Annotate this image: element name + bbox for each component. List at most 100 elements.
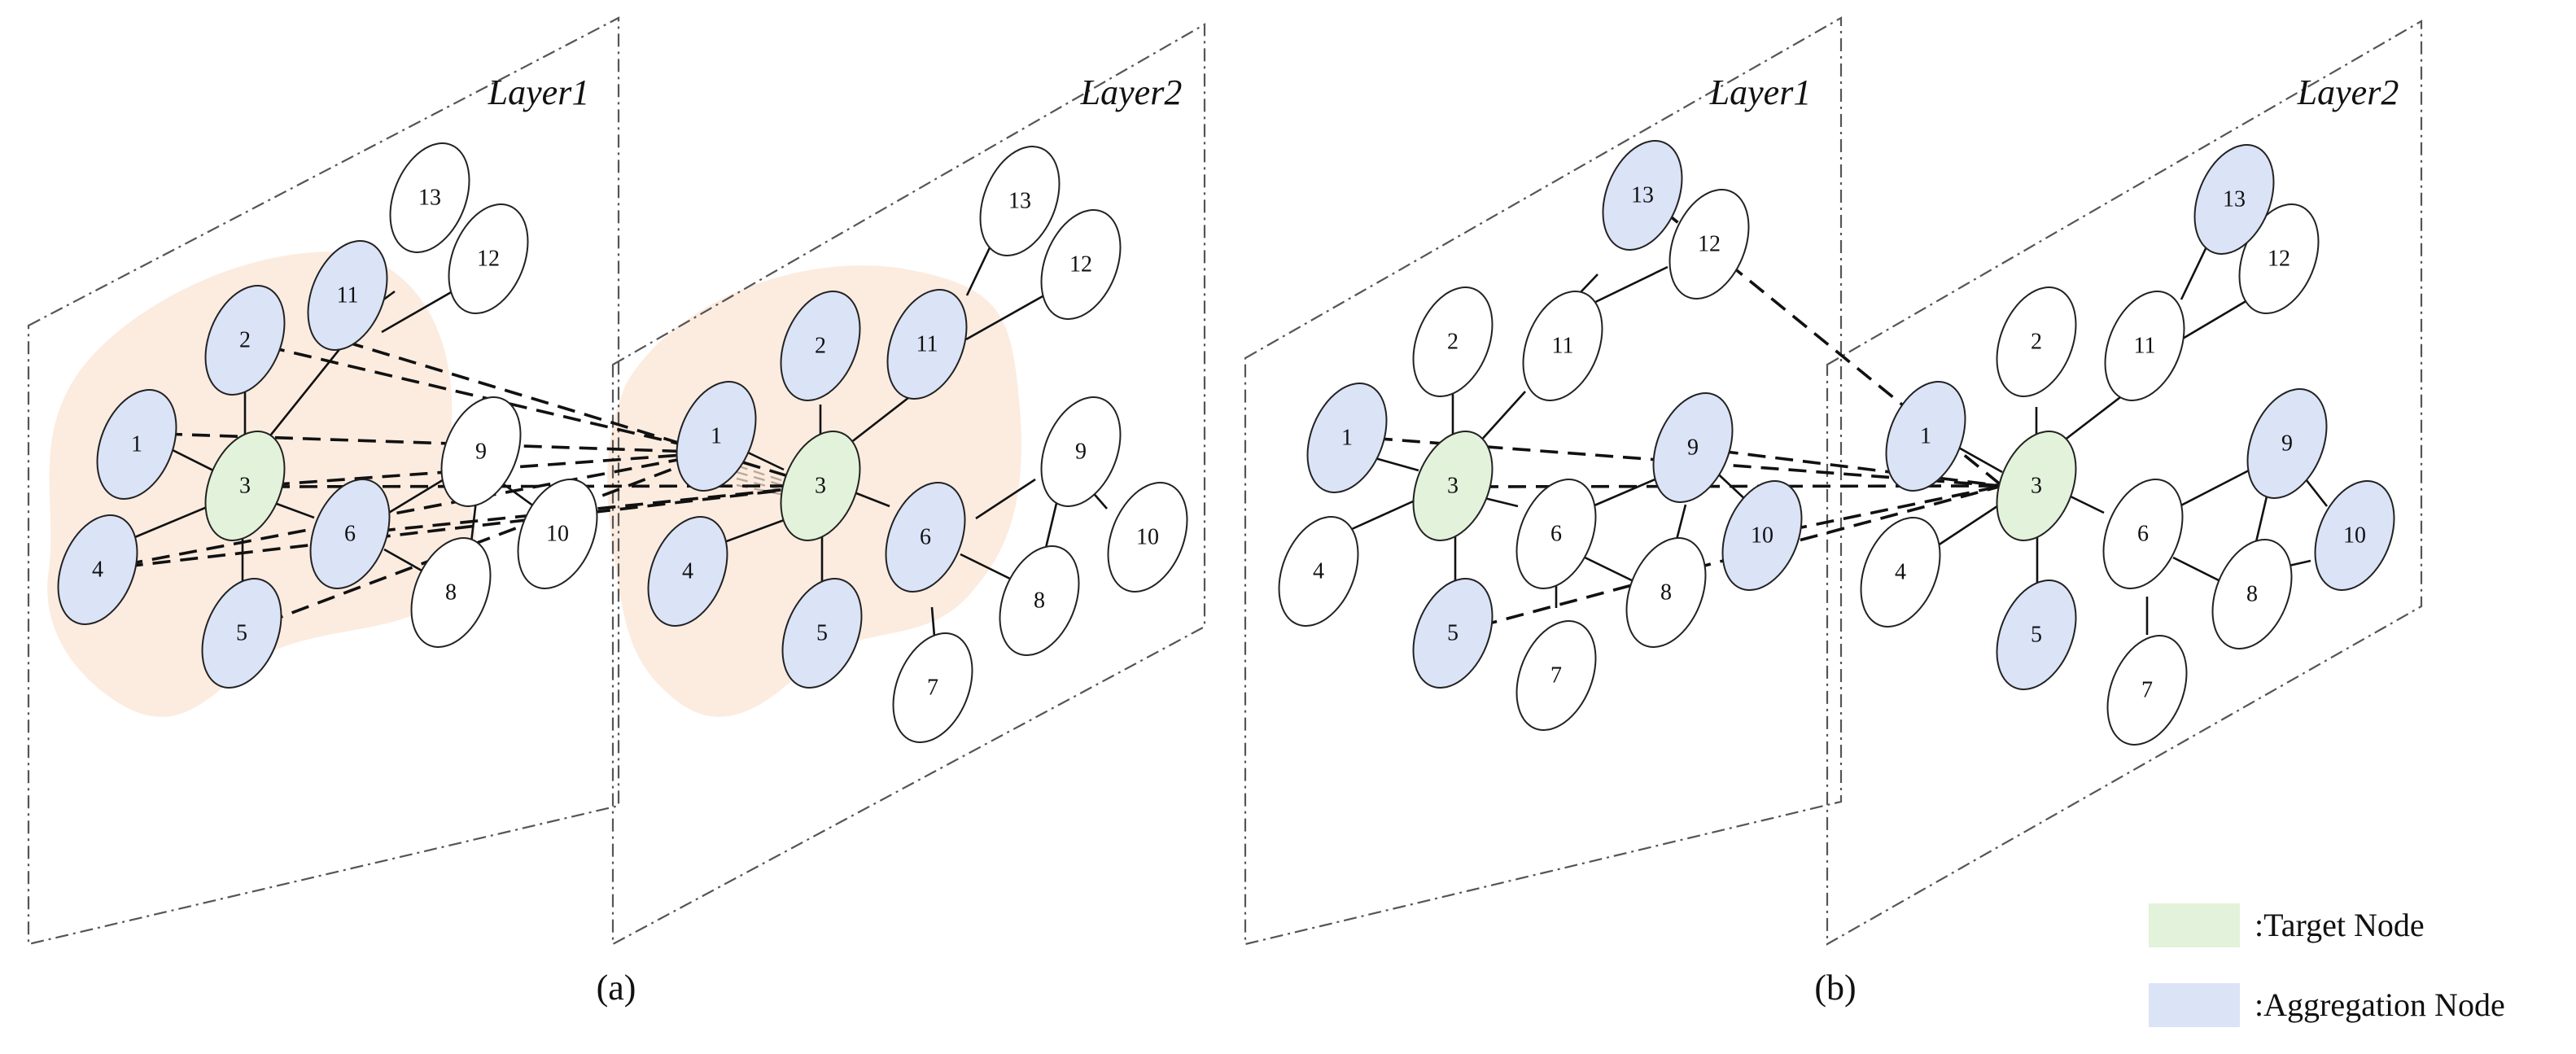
node-8: 8: [410, 537, 492, 648]
node-7: 7: [1515, 620, 1597, 731]
node-label: 10: [1751, 523, 1773, 549]
node-label: 3: [1447, 474, 1459, 499]
panel-b-caption: (b): [1814, 968, 1856, 1008]
node-label: 11: [916, 332, 938, 357]
node-label: 12: [1069, 252, 1092, 278]
node-label: 9: [1687, 435, 1699, 461]
node-9: 9: [2246, 388, 2328, 499]
node-5-aggregation: [1996, 579, 2077, 690]
node-1: 1: [96, 389, 177, 500]
node-11: 11: [1522, 291, 1603, 401]
node-label: 2: [2031, 330, 2042, 355]
node-7-plain: [892, 632, 973, 743]
legend-label-aggregation: :Aggregation Node: [2255, 986, 2505, 1023]
layer2-title: Layer2: [2297, 72, 2399, 112]
node-2-aggregation: [780, 291, 861, 401]
node-4: 4: [1278, 516, 1359, 627]
node-13-plain: [389, 142, 470, 253]
node-3: 3: [1412, 431, 1494, 541]
node-6: 6: [2102, 479, 2184, 589]
node-13: 13: [2193, 144, 2275, 255]
node-13-aggregation: [2193, 144, 2275, 255]
node-4: 4: [57, 514, 138, 625]
node-5: 5: [201, 578, 282, 689]
node-13: 13: [1602, 140, 1683, 251]
node-12: 12: [448, 203, 529, 314]
node-13: 13: [389, 142, 470, 253]
node-2: 2: [780, 291, 861, 401]
node-label: 3: [239, 474, 251, 499]
node-label: 11: [337, 283, 359, 308]
node-9-plain: [1040, 396, 1122, 507]
node-10: 10: [1721, 480, 1803, 591]
node-8: 8: [1625, 537, 1707, 648]
node-11-aggregation: [886, 289, 968, 400]
node-6-plain: [1515, 479, 1597, 589]
node-label: 6: [920, 525, 931, 550]
node-1: 1: [676, 381, 757, 492]
panel-a: Layer1 Layer2: [27, 16, 1206, 1008]
node-5-aggregation: [201, 578, 282, 689]
node-label: 7: [927, 676, 938, 701]
legend-swatch-target: [2149, 903, 2240, 947]
node-12: 12: [1668, 189, 1750, 300]
node-9-aggregation: [2246, 388, 2328, 499]
node-label: 9: [1075, 440, 1087, 465]
node-3: 3: [780, 431, 861, 541]
node-4-plain: [1278, 516, 1359, 627]
node-1: 1: [1885, 381, 1966, 492]
node-12: 12: [2238, 203, 2320, 314]
node-3-target: [204, 431, 286, 541]
node-11: 11: [886, 289, 968, 400]
node-2-plain: [1412, 286, 1494, 397]
node-6: 6: [309, 479, 391, 589]
legend-swatch-aggregation: [2149, 983, 2240, 1027]
node-11-aggregation: [307, 240, 388, 351]
node-3: 3: [1996, 431, 2077, 541]
node-label: 13: [418, 186, 441, 211]
node-8-plain: [1625, 537, 1707, 648]
layer2-plane: [611, 23, 1206, 946]
node-7-plain: [1515, 620, 1597, 731]
layer2-edges: [702, 242, 1108, 637]
node-4-aggregation: [57, 514, 138, 625]
node-label: 4: [682, 559, 693, 584]
node-13-plain: [979, 146, 1061, 256]
node-label: 1: [131, 432, 142, 457]
node-4-aggregation: [647, 516, 728, 627]
node-label: 5: [2031, 623, 2042, 648]
node-6: 6: [1515, 479, 1597, 589]
node-10-aggregation: [1721, 480, 1803, 591]
layer2-plane: [1826, 20, 2423, 946]
node-9-aggregation: [1652, 392, 1734, 503]
node-11: 11: [2104, 291, 2185, 401]
node-12-plain: [2238, 203, 2320, 314]
node-8-plain: [2211, 539, 2293, 649]
layer1-plane: [27, 16, 620, 946]
node-4: 4: [647, 516, 728, 627]
node-label: 8: [1034, 588, 1045, 614]
node-10-plain: [1107, 482, 1188, 593]
node-label: 13: [2223, 187, 2246, 212]
node-label: 13: [1631, 183, 1654, 208]
node-12-plain: [1668, 189, 1750, 300]
node-5-aggregation: [1412, 578, 1494, 689]
panel-b: Layer1 Layer2: [1244, 16, 2423, 1008]
panel-a-caption: (a): [597, 968, 636, 1008]
node-8-plain: [999, 545, 1080, 656]
node-10: 10: [1107, 482, 1188, 593]
node-7-plain: [2106, 635, 2188, 746]
node-label: 6: [1550, 522, 1562, 547]
node-5: 5: [1412, 578, 1494, 689]
node-label: 2: [815, 334, 826, 359]
node-label: 11: [2134, 334, 2156, 359]
node-13-aggregation: [1602, 140, 1683, 251]
node-label: 12: [1698, 232, 1721, 257]
node-11-plain: [1522, 291, 1603, 401]
node-label: 10: [1136, 525, 1159, 550]
